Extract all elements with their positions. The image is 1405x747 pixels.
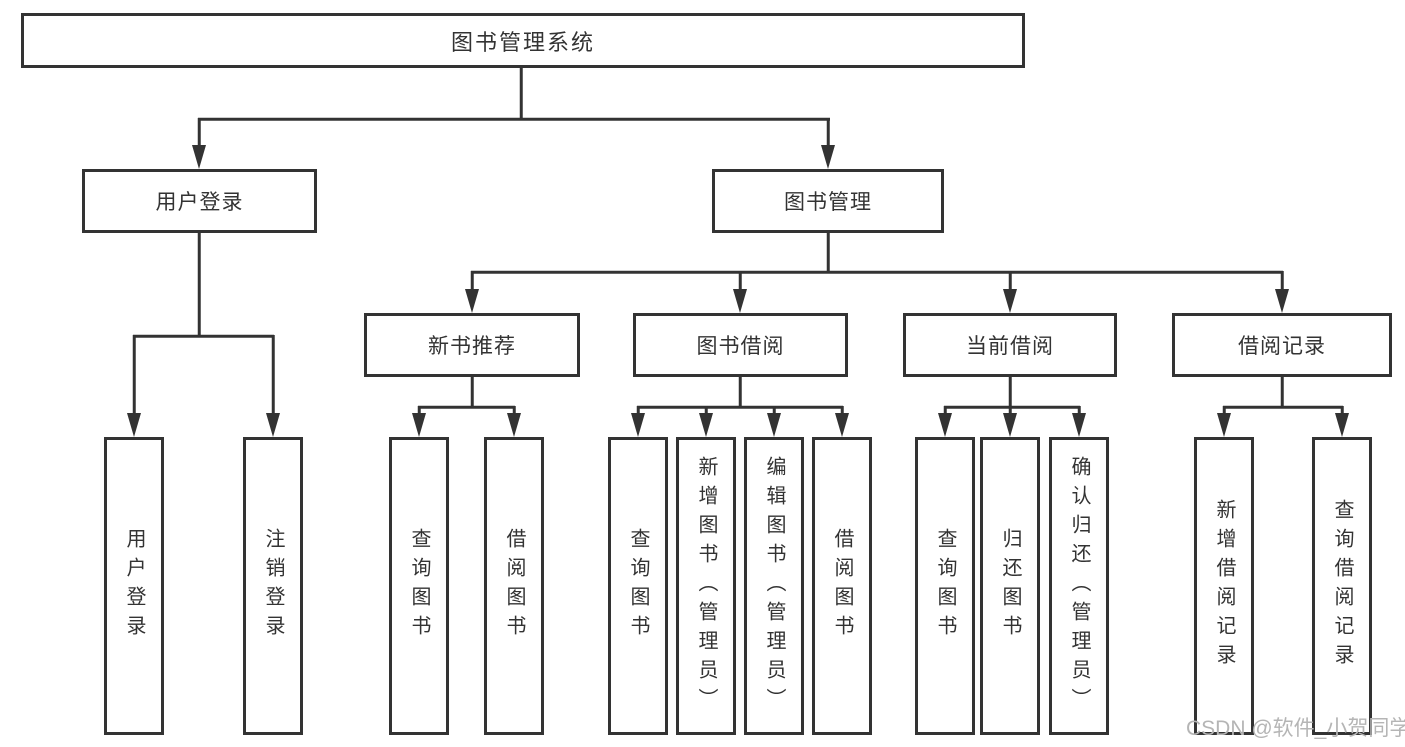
leaf-return-books: 归还图书 bbox=[980, 437, 1040, 735]
leaf-add-borrow-record: 新增借阅记录 bbox=[1194, 437, 1254, 735]
connector-line bbox=[1280, 271, 1284, 296]
arrow-down-icon bbox=[733, 289, 747, 313]
arrow-down-icon bbox=[266, 413, 280, 437]
arrow-down-icon bbox=[835, 413, 849, 437]
leaf-add-books-admin: 新增图书（管理员） bbox=[676, 437, 736, 735]
arrow-down-icon bbox=[631, 413, 645, 437]
arrow-down-icon bbox=[1072, 413, 1086, 437]
connector-line bbox=[197, 233, 201, 337]
arrow-down-icon bbox=[507, 413, 521, 437]
leaf-query-borrow-record: 查询借阅记录 bbox=[1312, 437, 1372, 735]
arrow-down-icon bbox=[1003, 289, 1017, 313]
leaf-logout: 注销登录 bbox=[243, 437, 303, 735]
connector-line bbox=[826, 233, 830, 273]
csdn-watermark: CSDN @软件_小贺同学 bbox=[1186, 717, 1405, 740]
connector-line bbox=[1280, 377, 1284, 408]
leaf-query-books-borrowing: 查询图书 bbox=[608, 437, 668, 735]
connector-line bbox=[470, 271, 474, 296]
connector-line bbox=[512, 406, 516, 419]
connector-line bbox=[418, 405, 515, 409]
leaf-edit-books-admin: 编辑图书（管理员） bbox=[744, 437, 804, 735]
connector-line bbox=[943, 406, 947, 419]
connector-line bbox=[1008, 406, 1012, 419]
node-library-management-system: 图书管理系统 bbox=[21, 13, 1025, 68]
connector-line bbox=[1008, 377, 1012, 408]
leaf-query-books-current: 查询图书 bbox=[915, 437, 975, 735]
arrow-down-icon bbox=[412, 413, 426, 437]
connector-line bbox=[470, 377, 474, 408]
leaf-confirm-return-admin: 确认归还（管理员） bbox=[1049, 437, 1109, 735]
connector-line bbox=[1222, 406, 1226, 419]
arrow-down-icon bbox=[1275, 289, 1289, 313]
connector-line bbox=[271, 335, 275, 419]
arrow-down-icon bbox=[1217, 413, 1231, 437]
arrow-down-icon bbox=[938, 413, 952, 437]
connector-line bbox=[772, 406, 776, 419]
connector-line bbox=[519, 68, 523, 120]
connector-line bbox=[1340, 406, 1344, 419]
connector-line bbox=[417, 406, 421, 419]
leaf-query-books-recommend: 查询图书 bbox=[389, 437, 449, 735]
node-borrowing-records: 借阅记录 bbox=[1172, 313, 1392, 377]
connector-line bbox=[1077, 406, 1081, 419]
connector-line bbox=[132, 335, 136, 419]
connector-line bbox=[826, 118, 830, 152]
leaf-borrow-books-recommend: 借阅图书 bbox=[484, 437, 544, 735]
arrow-down-icon bbox=[1003, 413, 1017, 437]
connector-line bbox=[1223, 405, 1343, 409]
arrow-down-icon bbox=[767, 413, 781, 437]
node-user-login: 用户登录 bbox=[82, 169, 317, 233]
connector-line bbox=[637, 405, 843, 409]
connector-line bbox=[738, 271, 742, 296]
connector-line bbox=[1008, 271, 1012, 296]
connector-line bbox=[471, 270, 1283, 274]
node-current-borrowing: 当前借阅 bbox=[903, 313, 1117, 377]
arrow-down-icon bbox=[127, 413, 141, 437]
connector-line bbox=[738, 377, 742, 408]
node-new-book-recommendation: 新书推荐 bbox=[364, 313, 580, 377]
leaf-user-login: 用户登录 bbox=[104, 437, 164, 735]
arrow-down-icon bbox=[1335, 413, 1349, 437]
connector-line bbox=[636, 406, 640, 419]
arrow-down-icon bbox=[465, 289, 479, 313]
arrow-down-icon bbox=[192, 145, 206, 169]
connector-line bbox=[840, 406, 844, 419]
connector-line bbox=[197, 118, 201, 152]
node-book-management: 图书管理 bbox=[712, 169, 944, 233]
connector-line bbox=[198, 117, 830, 121]
arrow-down-icon bbox=[821, 145, 835, 169]
arrow-down-icon bbox=[699, 413, 713, 437]
connector-line bbox=[944, 405, 1080, 409]
connector-line bbox=[133, 334, 274, 338]
node-book-borrowing: 图书借阅 bbox=[633, 313, 848, 377]
leaf-borrow-books: 借阅图书 bbox=[812, 437, 872, 735]
connector-line bbox=[704, 406, 708, 419]
